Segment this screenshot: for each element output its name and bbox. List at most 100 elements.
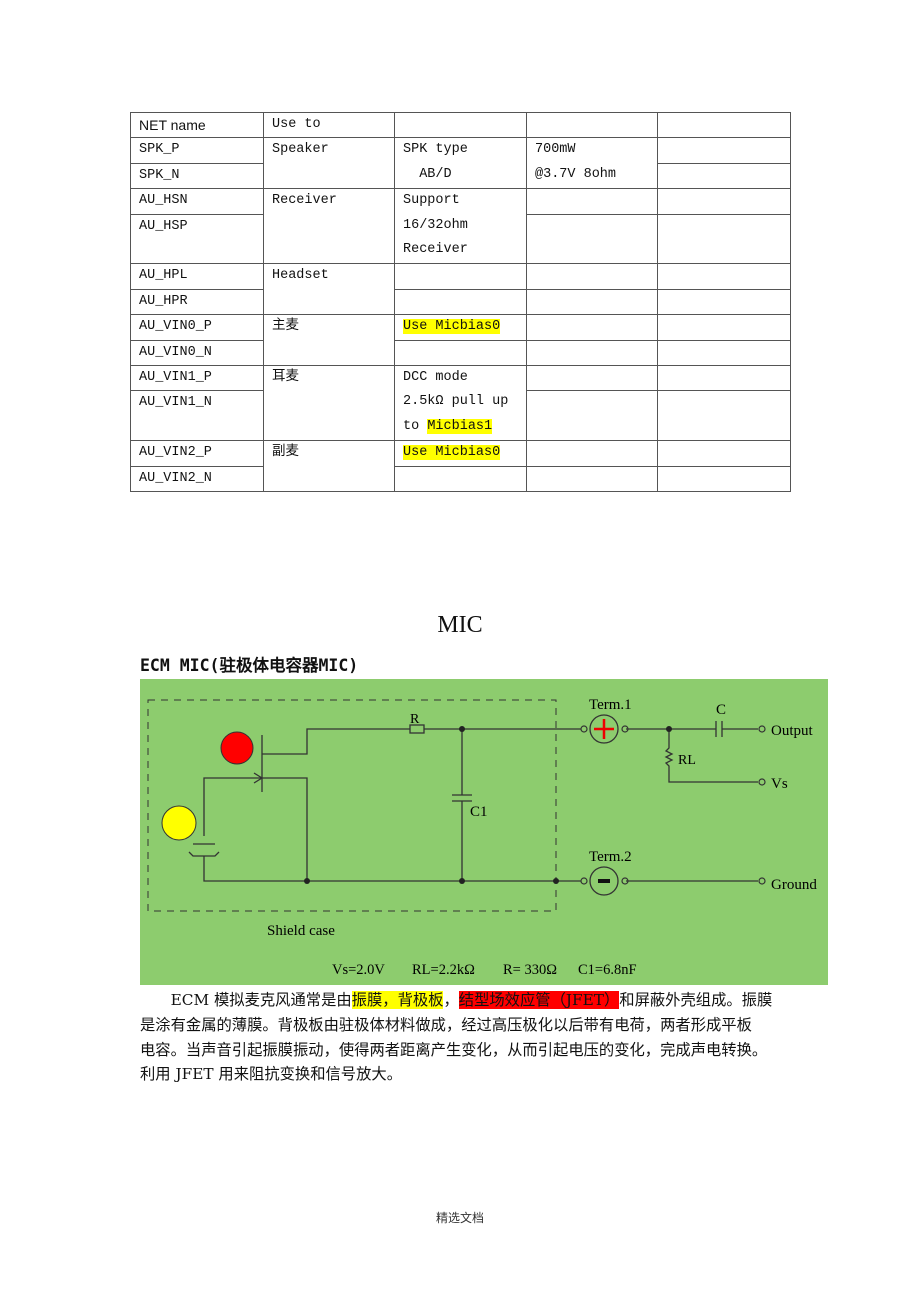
paragraph-text: 和屏蔽外壳组成。振膜 [619, 991, 773, 1009]
table-cell: SPK_N [130, 162, 264, 190]
label-ground: Ground [771, 877, 817, 893]
diaphragm-marker-yellow [161, 805, 197, 841]
table-cell [526, 390, 658, 442]
table-cell [526, 339, 658, 367]
shield-case-outline [147, 699, 557, 912]
label-vs: Vs [771, 776, 788, 792]
table-cell [657, 263, 791, 290]
table-row: AU_VIN2_N [130, 465, 791, 493]
cell-text: AU_VIN0_N [139, 344, 212, 360]
table-cell [394, 339, 527, 367]
section-title-mic: MIC [437, 612, 483, 638]
table-cell: AU_VIN2_P [130, 440, 264, 467]
cell-text: Support 16/32ohm Receiver [403, 193, 468, 258]
table-cell [526, 111, 658, 139]
label-c1: C1 [470, 804, 488, 820]
cell-text: Use Micbias0 [403, 445, 501, 461]
table-row: AU_VIN1_P 耳麦 DCC mode 2.5kΩ pull up to Mic… [130, 365, 791, 442]
table-cell [657, 465, 791, 493]
table-cell: AU_VIN2_N [130, 465, 264, 493]
cell-text: 耳麦 [272, 370, 299, 386]
cell-text: Use to [272, 117, 321, 132]
cell-text: AU_VIN1_P [139, 370, 212, 386]
term1-plus-icon [589, 714, 619, 744]
table-cell: AU_VIN0_P [130, 314, 264, 341]
table-row: AU_VIN0_N [130, 339, 791, 367]
table-cell: 主麦 [263, 314, 395, 367]
table-cell: AU_HSN [130, 188, 264, 215]
cell-text: DCC mode 2.5kΩ pull up to [403, 370, 509, 434]
table-cell [657, 390, 791, 442]
table-cell [394, 465, 527, 493]
label-term2: Term.2 [589, 849, 632, 865]
table-cell [526, 365, 658, 392]
paragraph-line-2: 是涂有金属的薄膜。背极板由驻极体材料做成，经过高压极化以后带有电荷，两者形成平板 [140, 1015, 752, 1034]
cell-text: AU_HPR [139, 293, 188, 309]
table-cell [526, 263, 658, 290]
cell-text: AU_HPL [139, 268, 188, 284]
ecm-circuit-diagram: R C1 Term.1 Term.2 C RL Output Vs Ground… [140, 679, 828, 985]
table-cell [657, 111, 791, 139]
cell-text: AU_VIN2_P [139, 445, 212, 461]
cell-text: NET name [139, 117, 206, 133]
table-cell [657, 213, 791, 265]
table-cell [526, 188, 658, 215]
param-r: R= 330Ω [503, 962, 557, 978]
ecm-description-paragraph: ECM 模拟麦克风通常是由振膜，背极板，结型场效应管（JFET）和屏蔽外壳组成。… [140, 988, 830, 1087]
label-shield-case: Shield case [267, 923, 335, 939]
table-row: AU_VIN0_P 主麦 Use Micbias0 [130, 314, 791, 367]
table-cell [526, 213, 658, 265]
paragraph-line-3: 电容。当声音引起振膜振动，使得两者距离产生变化，从而引起电压的变化，完成声电转换… [140, 1040, 768, 1059]
circuit-wires [188, 721, 758, 882]
cell-text: AU_VIN0_P [139, 319, 212, 335]
paragraph-text: ECM 模拟麦克风通常是由 [140, 991, 352, 1009]
table-cell: 副麦 [263, 440, 395, 493]
table-cell [657, 188, 791, 215]
label-term1: Term.1 [589, 697, 632, 713]
cell-text: SPK_P [139, 142, 180, 158]
page-footer: 精选文档 [435, 1211, 484, 1225]
table-cell [657, 288, 791, 316]
table-cell [657, 440, 791, 467]
term2-minus-icon [589, 866, 619, 896]
table-cell: Headset [263, 263, 395, 316]
highlighted-text: 振膜，背极板 [351, 991, 444, 1009]
cell-text: Headset [272, 268, 329, 284]
table-cell [526, 288, 658, 316]
table-cell: AU_HPL [130, 263, 264, 290]
table-cell: Speaker [263, 137, 395, 190]
table-cell [526, 440, 658, 467]
table-cell [657, 339, 791, 367]
table-cell: AU_VIN0_N [130, 339, 264, 367]
paragraph-line-4: 利用 JFET 用来阻抗变换和信号放大。 [140, 1065, 402, 1084]
table-row: NET name Use to [130, 111, 791, 139]
paragraph-text: ， [443, 991, 459, 1009]
param-rl: RL=2.2kΩ [412, 962, 475, 978]
table-cell: Use Micbias0 [394, 314, 527, 341]
param-vs: Vs=2.0V [332, 962, 385, 978]
table-cell: DCC mode 2.5kΩ pull up to Micbias1 [394, 365, 527, 442]
table-cell: SPK type AB/D [394, 137, 527, 190]
table-cell [394, 111, 527, 139]
table-cell: Receiver [263, 188, 395, 265]
cell-text: Use Micbias0 [403, 319, 501, 335]
terminal-pins [580, 725, 766, 885]
cell-text: AU_HSN [139, 193, 188, 209]
table-cell: SPK_P [130, 137, 264, 164]
cell-text: AU_HSP [139, 218, 188, 234]
highlighted-text: Micbias1 [427, 418, 493, 434]
junction-dots [304, 726, 672, 884]
cell-text: AU_VIN1_N [139, 395, 212, 411]
label-c: C [716, 702, 726, 718]
diagram-background [140, 679, 828, 985]
param-c1: C1=6.8nF [578, 962, 637, 978]
table-cell [657, 162, 791, 190]
table-cell [526, 314, 658, 341]
cell-text: 副麦 [272, 445, 299, 461]
table-cell: 耳麦 [263, 365, 395, 442]
cell-text: AU_VIN2_N [139, 470, 212, 486]
table-cell [394, 263, 527, 290]
